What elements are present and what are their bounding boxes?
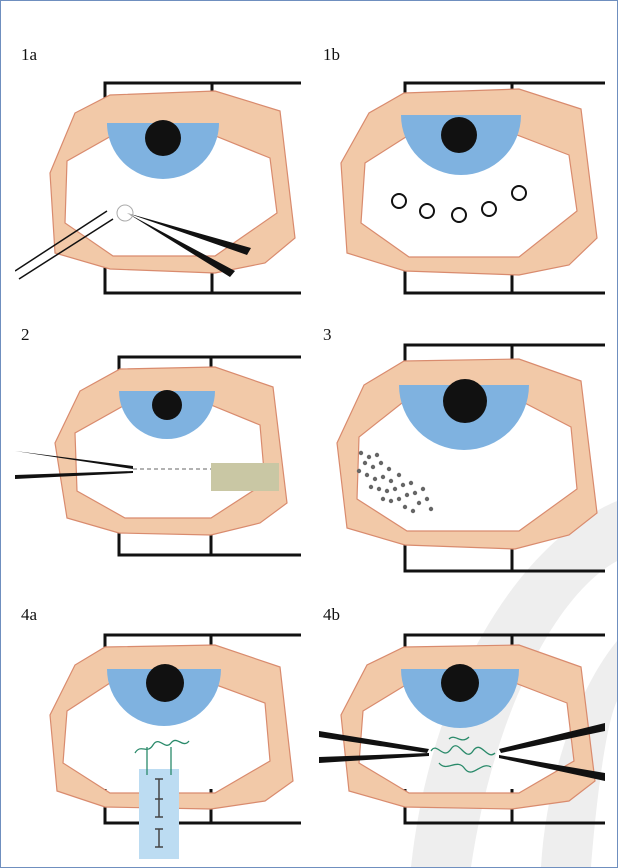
incision-site: [117, 205, 133, 221]
pupil: [441, 117, 477, 153]
panel-4a: 4a: [15, 603, 301, 861]
eye-diagram: [319, 43, 605, 301]
graft-icon: [357, 451, 433, 513]
graft-icon: [211, 463, 279, 491]
forceps-icon: [319, 731, 429, 763]
eye-diagram: [15, 603, 301, 861]
panel-1b: 1b: [319, 43, 605, 301]
pupil: [441, 664, 479, 702]
pupil: [146, 664, 184, 702]
suture-icon: [392, 186, 526, 222]
suture-icon: [431, 737, 495, 772]
panel-1a: 1a: [15, 43, 301, 301]
eyelid-skin: [50, 91, 295, 273]
panel-2: 2: [15, 323, 301, 581]
panel-3: 3: [319, 323, 605, 581]
panel-4b: 4b: [319, 603, 605, 861]
pupil: [443, 379, 487, 423]
eye-diagram: [15, 43, 301, 301]
pupil: [152, 390, 182, 420]
eye-diagram: [319, 603, 605, 861]
pupil: [145, 120, 181, 156]
eye-diagram: [15, 323, 301, 581]
eye-diagram: [319, 323, 605, 581]
